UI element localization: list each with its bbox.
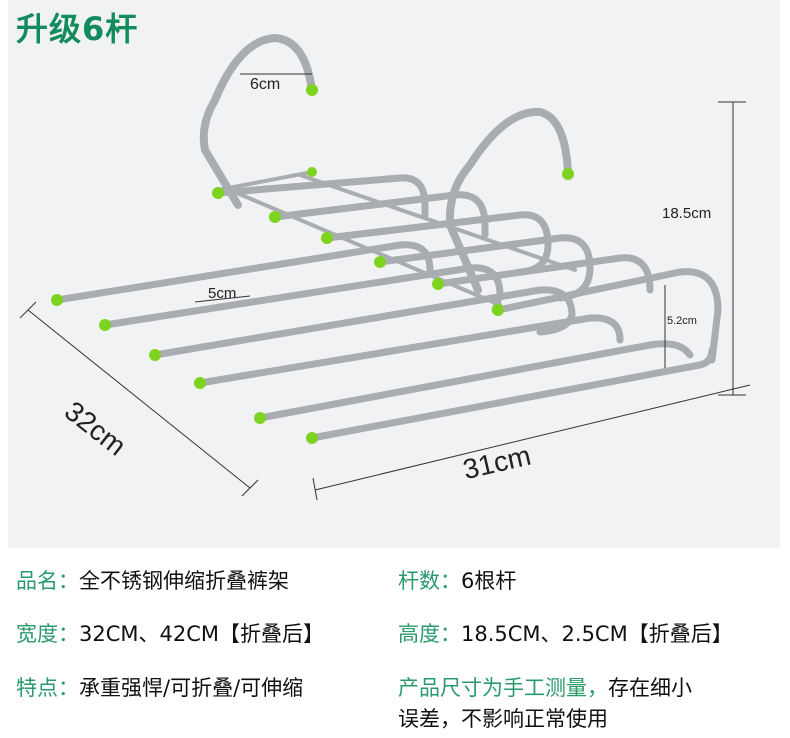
spec-features: 特点：承重强悍/可折叠/可伸缩 bbox=[16, 676, 304, 700]
rod-front-2 bbox=[101, 264, 504, 329]
rod-back-6 bbox=[494, 268, 722, 364]
spec-name: 品名：全不锈钢伸缩折叠裤架 bbox=[16, 569, 289, 593]
rod-back-5 bbox=[434, 254, 654, 294]
bend-height-label: 5.2cm bbox=[667, 315, 697, 327]
height-label: 18.5cm bbox=[662, 205, 712, 222]
rod-caps bbox=[51, 84, 574, 444]
spec-width: 宽度：32CM、42CM【折叠后】 bbox=[16, 622, 325, 646]
hook-left bbox=[199, 33, 316, 209]
pants-hanger-illustration bbox=[19, 33, 751, 501]
rod-front-6 bbox=[308, 346, 716, 442]
spec-rods: 杆数：6根杆 bbox=[398, 569, 517, 593]
rod-front-5 bbox=[256, 340, 694, 422]
rod-front-3 bbox=[151, 286, 576, 359]
rod-back-1 bbox=[214, 174, 429, 219]
measurement-note-line2: 误差，不影响正常使用 bbox=[398, 707, 608, 731]
rod-front-1 bbox=[53, 241, 434, 304]
measurement-note: 产品尺寸为手工测量，存在细小 bbox=[398, 676, 692, 700]
headline: 升级6杆 bbox=[16, 10, 139, 48]
dimension-lines bbox=[19, 73, 751, 501]
hook-width-label: 6cm bbox=[250, 76, 281, 93]
hook-right bbox=[445, 107, 572, 294]
rod-front-4 bbox=[196, 314, 624, 387]
spec-height: 高度：18.5CM、2.5CM【折叠后】 bbox=[398, 622, 733, 646]
rod-gap-label: 5cm bbox=[208, 285, 237, 302]
